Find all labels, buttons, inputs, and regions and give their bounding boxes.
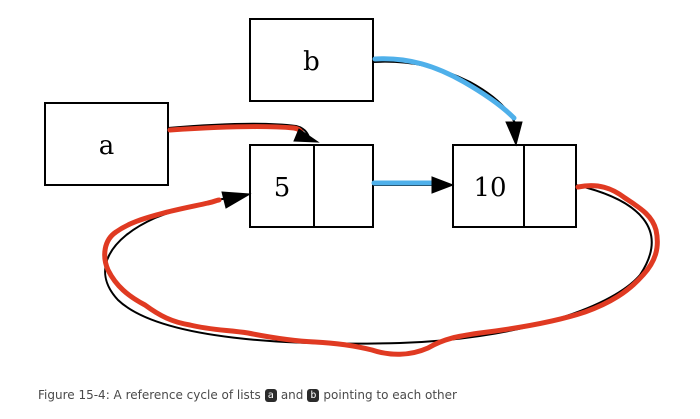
caption-joiner: and bbox=[280, 388, 304, 402]
edge-a-to-5 bbox=[167, 122, 320, 143]
caption-code-a: a bbox=[264, 388, 277, 402]
list-node-5-value: 5 bbox=[274, 173, 291, 203]
edge-10-to-5 bbox=[102, 183, 660, 357]
list-node-10: 10 bbox=[452, 144, 577, 228]
caption-code-b: b bbox=[307, 388, 320, 402]
highlight-red-10-to-5 bbox=[102, 183, 660, 357]
node-b-label: b bbox=[303, 47, 320, 77]
list-node-10-value: 10 bbox=[473, 173, 506, 203]
highlight-blue-b-to-10 bbox=[372, 56, 517, 121]
edge-b-to-10 bbox=[372, 56, 523, 147]
caption-prefix: Figure 15-4: A reference cycle of lists bbox=[38, 388, 261, 402]
arrowhead-5-to-10 bbox=[431, 176, 455, 194]
arrowhead-10-to-5 bbox=[221, 191, 252, 209]
arrowhead-b-to-10 bbox=[505, 121, 523, 147]
list-node-5: 5 bbox=[249, 144, 374, 228]
highlight-red-a-to-5 bbox=[167, 124, 305, 139]
arrowhead-a-to-5 bbox=[293, 128, 320, 143]
edge-5-to-10 bbox=[371, 176, 455, 194]
caption-suffix: pointing to each other bbox=[323, 388, 457, 402]
node-b: b bbox=[249, 18, 374, 102]
figure-caption: Figure 15-4: A reference cycle of lists … bbox=[38, 388, 457, 402]
reference-cycle-diagram: a b 5 10 bbox=[44, 18, 660, 357]
node-a: a bbox=[44, 102, 169, 186]
node-a-label: a bbox=[99, 131, 115, 161]
